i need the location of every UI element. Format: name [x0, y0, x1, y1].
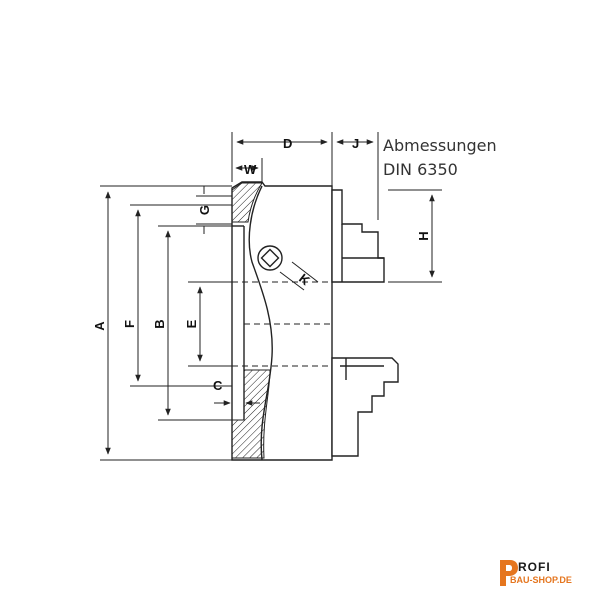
- logo-text-bottom: BAU-SHOP.DE: [510, 575, 572, 585]
- label-D: D: [283, 136, 292, 151]
- brand-logo: ROFI BAU-SHOP.DE: [496, 556, 596, 592]
- hidden-lines: [232, 281, 332, 367]
- top-jaw: [331, 189, 385, 283]
- heading-standard: DIN 6350: [383, 160, 458, 179]
- label-C: C: [213, 378, 223, 393]
- hatched-section-bottom: [231, 369, 271, 459]
- key-socket: [257, 245, 283, 271]
- label-W: W: [244, 162, 257, 177]
- label-E: E: [184, 319, 199, 328]
- label-J: J: [352, 136, 359, 151]
- hatched-section-top: [231, 182, 263, 223]
- label-H: H: [416, 231, 431, 240]
- label-F: F: [122, 320, 137, 328]
- dim-line-K: [279, 271, 305, 291]
- logo-p-icon: [500, 560, 518, 586]
- label-B: B: [152, 319, 167, 328]
- dimension-lines: [105, 139, 435, 455]
- label-G: G: [197, 205, 212, 215]
- label-A: A: [92, 321, 107, 331]
- logo-text-top: ROFI: [518, 560, 551, 574]
- extension-lines: [100, 132, 442, 461]
- heading-title: Abmessungen: [383, 136, 497, 155]
- bottom-jaw: [331, 357, 399, 457]
